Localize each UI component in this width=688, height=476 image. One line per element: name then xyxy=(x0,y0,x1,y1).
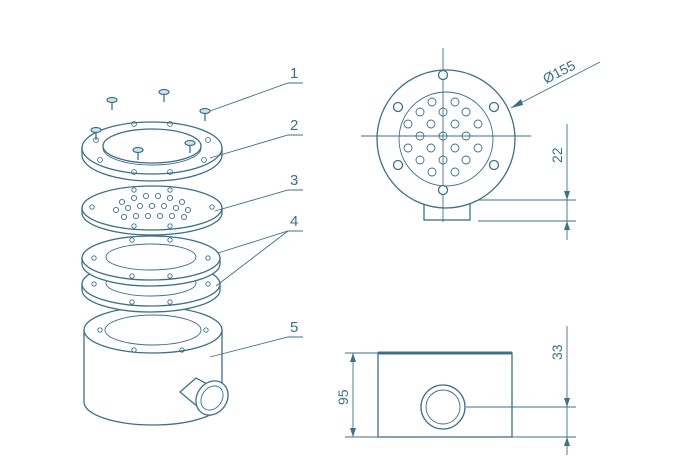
side-view: 95 33 xyxy=(335,326,576,455)
flange-holes xyxy=(392,69,500,196)
screw xyxy=(184,139,196,153)
dim22-arrow-top xyxy=(564,191,570,200)
callout-1: 1 xyxy=(290,65,298,82)
screws xyxy=(90,88,211,160)
screw xyxy=(106,96,118,110)
grid-plate xyxy=(81,185,223,236)
callout-2: 2 xyxy=(290,117,298,134)
callout-4: 4 xyxy=(290,213,298,230)
dim95-arrow-top xyxy=(350,353,356,362)
callout-3: 3 xyxy=(290,172,298,189)
grid-holes xyxy=(112,192,192,221)
screw xyxy=(158,88,170,102)
dim22-arrow-bottom xyxy=(564,221,570,230)
screw xyxy=(132,146,144,160)
diameter-arrowhead xyxy=(511,99,523,108)
top-flange xyxy=(81,121,223,182)
dim-33-label: 33 xyxy=(549,344,565,360)
top-view-grid-holes xyxy=(403,97,483,177)
dim33-arrow-bottom xyxy=(564,437,570,446)
exploded-view: 1 2 3 4 5 xyxy=(81,65,303,426)
diameter-label: Ø155 xyxy=(540,57,578,87)
screw xyxy=(90,126,102,140)
dim33-arrow-top xyxy=(564,398,570,407)
screw xyxy=(199,107,211,121)
gasket-upper xyxy=(81,235,221,287)
dim95-arrow-bottom xyxy=(350,428,356,437)
housing-body xyxy=(83,306,229,426)
top-view: Ø155 22 xyxy=(361,48,601,240)
callout-leaders xyxy=(209,82,303,358)
callout-5: 5 xyxy=(290,319,298,336)
dim-22-label: 22 xyxy=(549,147,565,163)
dim-95-label: 95 xyxy=(335,389,351,405)
